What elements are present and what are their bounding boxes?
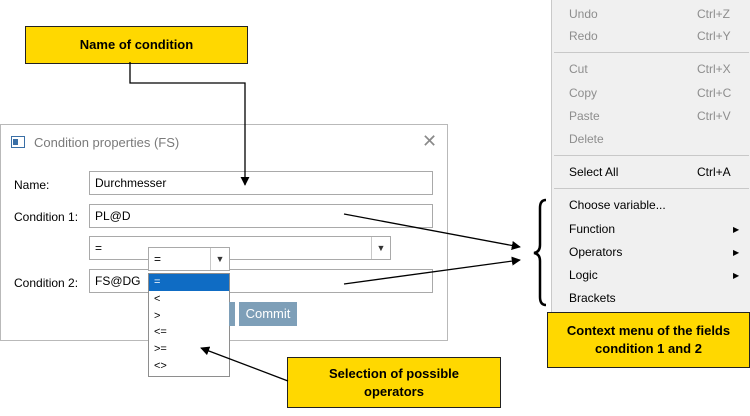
condition1-field[interactable]: PL@D bbox=[89, 204, 433, 228]
callout-context-menu: Context menu of the fields condition 1 a… bbox=[547, 312, 750, 368]
arrow-name-of-condition bbox=[129, 62, 250, 186]
small-operator-value: = bbox=[154, 252, 162, 266]
menu-item-operators[interactable]: Operators bbox=[569, 245, 623, 259]
list-item[interactable]: <= bbox=[154, 326, 167, 339]
shortcut-copy: Ctrl+C bbox=[697, 86, 732, 100]
context-menu: Undo Ctrl+Z Redo Ctrl+Y Cut Ctrl+X Copy … bbox=[551, 0, 750, 312]
callout-selection-operators: Selection of possible operators bbox=[287, 357, 501, 408]
submenu-arrow-icon: ▶ bbox=[733, 248, 740, 257]
arrow-selection-to-list bbox=[200, 346, 289, 382]
operator-combobox[interactable]: = ▼ bbox=[89, 236, 391, 260]
menu-item-undo[interactable]: Undo bbox=[569, 7, 598, 21]
bracket-icon bbox=[533, 198, 547, 307]
menu-item-function[interactable]: Function bbox=[569, 222, 616, 236]
shortcut-redo: Ctrl+Y bbox=[697, 29, 731, 43]
condition2-label: Condition 2: bbox=[14, 276, 79, 290]
list-item[interactable]: > bbox=[154, 309, 161, 322]
arrow-condition2-to-menu bbox=[343, 256, 521, 285]
callout-context-menu-line1: Context menu of the fields bbox=[566, 323, 731, 339]
menu-separator bbox=[554, 188, 749, 189]
name-field[interactable]: Durchmesser bbox=[89, 171, 433, 195]
callout-selection-line2: operators bbox=[364, 383, 424, 399]
name-label: Name: bbox=[14, 178, 50, 192]
menu-item-cut[interactable]: Cut bbox=[569, 62, 588, 76]
callout-selection-line1: Selection of possible bbox=[328, 365, 460, 381]
arrow-condition1-to-menu bbox=[343, 213, 521, 250]
condition1-field-value: PL@D bbox=[95, 209, 131, 223]
shortcut-cut: Ctrl+X bbox=[697, 62, 731, 76]
condition1-label: Condition 1: bbox=[14, 210, 79, 224]
operator-combobox-value: = bbox=[95, 241, 103, 255]
name-field-value: Durchmesser bbox=[95, 176, 167, 190]
shortcut-paste: Ctrl+V bbox=[697, 109, 731, 123]
submenu-arrow-icon: ▶ bbox=[733, 271, 740, 280]
dialog-titlebar: Condition properties (FS) ✕ bbox=[1, 125, 447, 159]
menu-item-paste[interactable]: Paste bbox=[569, 109, 600, 123]
condition2-field[interactable]: FS@DG bbox=[89, 269, 433, 293]
menu-item-logic[interactable]: Logic bbox=[569, 268, 598, 282]
small-operator-combobox[interactable]: = ▼ bbox=[148, 247, 230, 271]
shortcut-select-all: Ctrl+A bbox=[697, 165, 731, 179]
callout-name-of-condition-text: Name of condition bbox=[79, 37, 194, 53]
list-item[interactable]: < bbox=[154, 292, 161, 305]
callout-context-menu-line2: condition 1 and 2 bbox=[595, 341, 702, 356]
chevron-down-icon[interactable]: ▼ bbox=[210, 248, 229, 270]
menu-item-brackets[interactable]: Brackets bbox=[569, 291, 616, 305]
list-item[interactable]: = bbox=[149, 274, 229, 291]
ok-button-partial[interactable] bbox=[229, 302, 235, 326]
callout-name-of-condition: Name of condition bbox=[25, 26, 248, 64]
condition2-field-value: FS@DG bbox=[95, 274, 141, 288]
list-item[interactable]: >= bbox=[154, 343, 167, 356]
commit-button[interactable]: Commit bbox=[239, 302, 297, 326]
menu-item-copy[interactable]: Copy bbox=[569, 86, 598, 100]
menu-item-select-all[interactable]: Select All bbox=[569, 165, 619, 179]
menu-item-redo[interactable]: Redo bbox=[569, 29, 598, 43]
menu-item-choose-variable[interactable]: Choose variable... bbox=[569, 198, 666, 212]
operator-dropdown-list: = < > <= >= <> bbox=[148, 273, 230, 377]
chevron-down-icon[interactable]: ▼ bbox=[371, 237, 390, 259]
menu-item-delete[interactable]: Delete bbox=[569, 132, 604, 146]
list-item[interactable]: <> bbox=[154, 359, 167, 372]
menu-separator bbox=[554, 52, 749, 53]
window-icon bbox=[11, 136, 25, 148]
menu-separator bbox=[554, 155, 749, 156]
submenu-arrow-icon: ▶ bbox=[733, 225, 740, 234]
shortcut-undo: Ctrl+Z bbox=[697, 7, 730, 21]
dialog-title: Condition properties (FS) bbox=[34, 135, 180, 150]
close-icon[interactable]: ✕ bbox=[422, 131, 438, 151]
